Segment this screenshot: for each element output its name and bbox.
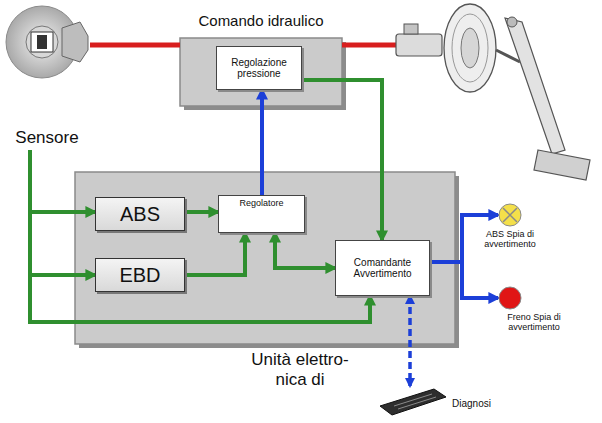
booster-hub bbox=[461, 28, 479, 68]
node-label: Comando idraulico bbox=[180, 12, 342, 29]
node-label: Regolatore bbox=[223, 198, 300, 208]
diag-node: Diagnosi bbox=[378, 386, 448, 416]
brake-booster-drawing bbox=[396, 4, 590, 180]
lamp-node: Freno Spia di avvertimento bbox=[498, 286, 522, 310]
pedal-arm bbox=[505, 18, 565, 154]
connector-arrow bbox=[30, 150, 370, 322]
brake-line bbox=[342, 43, 398, 48]
node-label: Unità elettro- nica di bbox=[235, 350, 365, 390]
panel-box bbox=[75, 172, 455, 344]
connector-arrow bbox=[302, 80, 382, 240]
tag-node: ABS bbox=[95, 197, 185, 231]
connector-arrow bbox=[185, 233, 245, 275]
brake-caliper bbox=[62, 22, 88, 62]
connector-arrow bbox=[30, 150, 95, 212]
lamp-bulb bbox=[499, 204, 521, 226]
node-label: EBD bbox=[119, 264, 160, 287]
tag-node: EBD bbox=[95, 258, 185, 292]
pedal-pad bbox=[534, 150, 590, 180]
sensor-coil bbox=[37, 35, 47, 49]
warning-lamp bbox=[498, 203, 522, 227]
connector-arrow bbox=[185, 210, 218, 214]
node-label: Comandante Avvertimento bbox=[339, 257, 426, 280]
master-cylinder bbox=[396, 34, 442, 56]
warning-lamp bbox=[498, 286, 522, 310]
connector-plug bbox=[380, 389, 446, 415]
panel-node: Unità elettro- nica diABSRegolatoreEBDCo… bbox=[75, 172, 455, 344]
diagnosis-connector bbox=[378, 386, 448, 416]
booster-ring bbox=[452, 14, 488, 82]
node-label: Freno Spia di avvertimento bbox=[486, 312, 582, 333]
pedal-pivot bbox=[507, 17, 517, 27]
booster bbox=[444, 4, 496, 92]
lamp-cross bbox=[503, 208, 517, 222]
disc-hub bbox=[26, 26, 58, 58]
node-label: Diagnosi bbox=[452, 398, 522, 409]
connector-arrow bbox=[275, 233, 335, 268]
node-label: ABS bbox=[120, 203, 160, 226]
panel-node: Comando idraulicoRegolazione pressione bbox=[180, 38, 342, 106]
reg-node: Regolatore bbox=[218, 195, 305, 233]
node-label: Regolazione pressione bbox=[220, 57, 298, 80]
white-node: Regolazione pressione bbox=[216, 46, 302, 90]
node-label: ABS Spia di avvertimento bbox=[478, 229, 542, 250]
lamp-node: ABS Spia di avvertimento bbox=[498, 203, 522, 227]
sensor-body bbox=[31, 32, 53, 52]
node-label: Sensore bbox=[15, 128, 78, 150]
connector-arrow bbox=[430, 262, 498, 298]
connector-arrow bbox=[30, 150, 95, 275]
wheel-sensor-drawing bbox=[4, 2, 90, 122]
reservoir bbox=[404, 24, 418, 34]
connector-pins bbox=[394, 394, 436, 409]
connector-arrow bbox=[260, 90, 264, 195]
white-node: Comandante Avvertimento bbox=[335, 240, 430, 296]
connector-arrow bbox=[408, 296, 412, 386]
connector-arrow bbox=[90, 43, 180, 48]
sensor-node: Sensore bbox=[4, 2, 90, 150]
lamp-bulb bbox=[499, 287, 521, 309]
